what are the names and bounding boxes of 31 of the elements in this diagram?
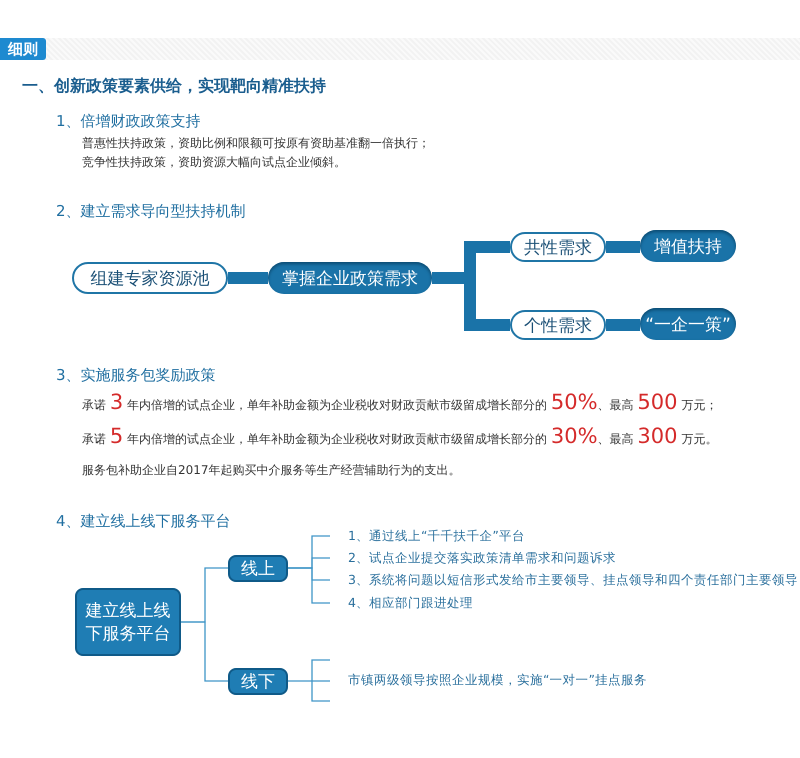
list-item-text: 3、系统将问题以短信形式发给市主要领导、挂点领导和四个责任部门主要领导: [330, 571, 798, 589]
filled-pill: 掌握企业政策需求: [268, 262, 432, 294]
connector-line: [181, 621, 228, 682]
body-text: 普惠性扶持政策，资助比例和限额可按原有资助基准翻一倍执行；: [82, 135, 430, 152]
subsection-heading: 4、建立线上线下服务平台: [56, 512, 231, 531]
rounded-box: 建立线上线下服务平台: [75, 588, 181, 656]
list-item-text: 2、试点企业提交落实政策清单需求和问题诉求: [330, 549, 616, 567]
subsection-heading: 2、建立需求导向型扶持机制: [56, 202, 246, 221]
title-tab: 细则: [0, 38, 46, 60]
connector-line: [288, 567, 330, 604]
subsection-heading: 1、倍增财政政策支持: [56, 112, 201, 131]
filled-pill: 增值扶持: [640, 230, 736, 262]
body-text: 竞争性扶持政策，资助资源大幅向试点企业倾斜。: [82, 154, 346, 171]
body-text: 服务包补助企业自2017年起购买中介服务等生产经营辅助行为的支出。: [82, 462, 461, 479]
list-item-text: 4、相应部门跟进处理: [330, 594, 473, 612]
list-item-text: 市镇两级领导按照企业规模，实施“一对一”挂点服务: [330, 671, 647, 689]
section-heading: 一、创新政策要素供给，实现靶向精准扶持: [22, 76, 326, 97]
rounded-box: 线上: [228, 555, 288, 582]
connector-line: [287, 659, 331, 702]
outlined-pill: 个性需求: [510, 310, 606, 340]
outlined-pill: 组建专家资源池: [72, 262, 228, 294]
filled-pill: “一企一策”: [640, 308, 736, 340]
body-text: 承诺 5 年内倍增的试点企业，单年补助金额为企业税收对财政贡献市级留成增长部分的 30%、最高 300 万元。: [82, 424, 718, 448]
connector-bar: [606, 241, 640, 253]
outlined-pill: 共性需求: [510, 232, 606, 262]
connector-bar: [228, 272, 268, 284]
rounded-box: 线下: [228, 668, 288, 695]
connector-bar: [606, 319, 640, 331]
list-item-text: 1、通过线上“千千扶千企”平台: [330, 527, 525, 545]
body-text: 承诺 3 年内倍增的试点企业，单年补助金额为企业税收对财政贡献市级留成增长部分的 50%、最高 500 万元；: [82, 390, 718, 414]
subsection-heading: 3、实施服务包奖励政策: [56, 366, 216, 385]
